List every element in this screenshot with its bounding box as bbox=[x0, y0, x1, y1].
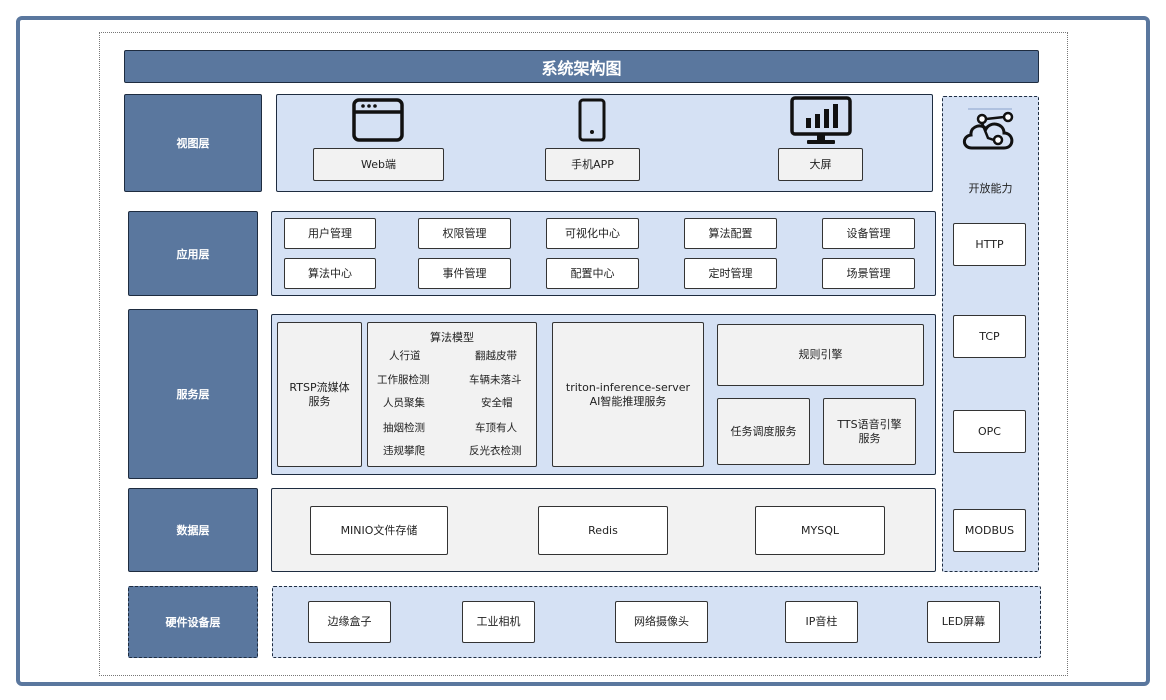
algo-item: 人行道 bbox=[389, 350, 421, 362]
view-item-bigscreen: 大屏 bbox=[778, 148, 863, 181]
triton-line-2: AI智能推理服务 bbox=[589, 394, 667, 408]
algo-item: 工作服检测 bbox=[377, 374, 430, 386]
layer-hardware: 硬件设备层 bbox=[128, 586, 258, 658]
protocol-opc: OPC bbox=[953, 410, 1026, 453]
app-item: 配置中心 bbox=[546, 258, 639, 289]
data-item: MYSQL bbox=[755, 506, 885, 555]
algo-item: 车顶有人 bbox=[475, 422, 517, 434]
app-item: 事件管理 bbox=[418, 258, 511, 289]
app-item: 定时管理 bbox=[684, 258, 777, 289]
diagram-border bbox=[99, 32, 1068, 676]
hardware-item: IP音柱 bbox=[785, 601, 858, 643]
network-nodes-icon bbox=[958, 108, 1022, 156]
app-item: 算法配置 bbox=[684, 218, 777, 249]
triton-line-1: triton-inference-server bbox=[565, 380, 691, 394]
data-item: Redis bbox=[538, 506, 668, 555]
algo-model-title: 算法模型 bbox=[430, 331, 474, 344]
protocol-http: HTTP bbox=[953, 223, 1026, 266]
rtsp-service: RTSP流媒体服务 bbox=[277, 322, 362, 467]
algo-item: 抽烟检测 bbox=[383, 422, 425, 434]
algo-item: 人员聚集 bbox=[383, 397, 425, 409]
mobile-phone-icon bbox=[577, 97, 607, 143]
app-item: 设备管理 bbox=[822, 218, 915, 249]
layer-app: 应用层 bbox=[128, 211, 258, 296]
layer-data: 数据层 bbox=[128, 488, 258, 572]
hardware-item: 网络摄像头 bbox=[615, 601, 708, 643]
browser-window-icon bbox=[351, 97, 405, 143]
algo-item: 安全帽 bbox=[481, 397, 513, 409]
tts-service: TTS语音引擎服务 bbox=[823, 398, 916, 465]
algo-item: 反光衣检测 bbox=[469, 445, 522, 457]
hardware-item: LED屏幕 bbox=[927, 601, 1000, 643]
view-item-app: 手机APP bbox=[545, 148, 640, 181]
data-item: MINIO文件存储 bbox=[310, 506, 448, 555]
algo-model-box: 算法模型 人行道 翻越皮带 工作服检测 车辆未落斗 人员聚集 安全帽 抽烟检测 … bbox=[367, 322, 537, 467]
algo-item: 翻越皮带 bbox=[475, 350, 517, 362]
triton-service: triton-inference-server AI智能推理服务 bbox=[552, 322, 704, 467]
protocol-modbus: MODBUS bbox=[953, 509, 1026, 552]
algo-item: 车辆未落斗 bbox=[469, 374, 522, 386]
app-item: 算法中心 bbox=[284, 258, 376, 289]
task-service: 任务调度服务 bbox=[717, 398, 810, 465]
app-item: 可视化中心 bbox=[546, 218, 639, 249]
open-capability-label: 开放能力 bbox=[968, 182, 1013, 195]
view-item-web: Web端 bbox=[313, 148, 444, 181]
algo-item: 违规攀爬 bbox=[383, 445, 425, 457]
hardware-item: 工业相机 bbox=[462, 601, 535, 643]
app-item: 用户管理 bbox=[284, 218, 376, 249]
app-item: 权限管理 bbox=[418, 218, 511, 249]
diagram-title: 系统架构图 bbox=[124, 50, 1039, 83]
monitor-chart-icon bbox=[789, 95, 853, 147]
protocol-tcp: TCP bbox=[953, 315, 1026, 358]
layer-service: 服务层 bbox=[128, 309, 258, 479]
layer-view: 视图层 bbox=[124, 94, 262, 192]
app-item: 场景管理 bbox=[822, 258, 915, 289]
hardware-item: 边缘盒子 bbox=[308, 601, 391, 643]
rule-engine: 规则引擎 bbox=[717, 324, 924, 386]
